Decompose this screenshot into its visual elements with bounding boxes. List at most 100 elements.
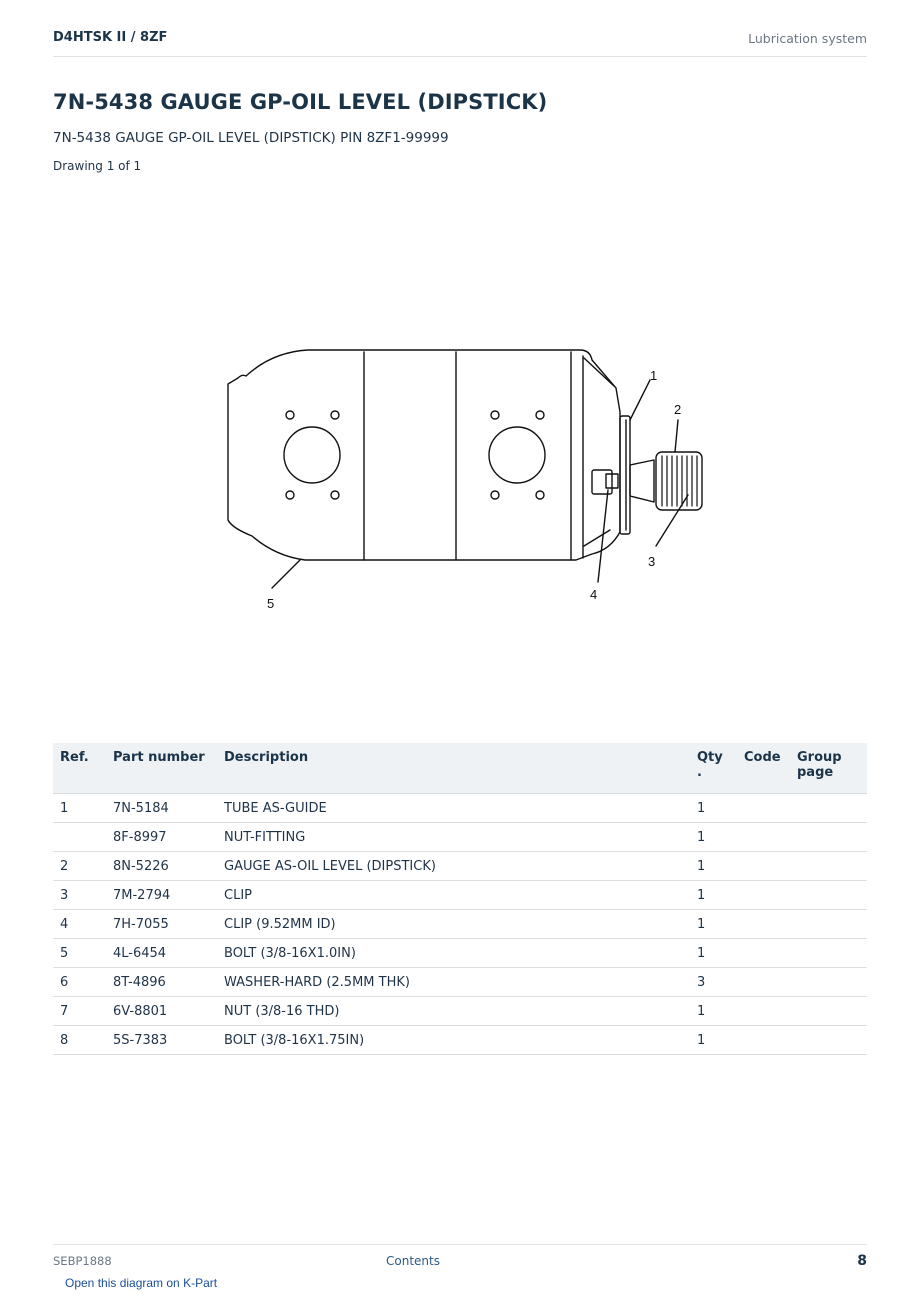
left-bolt-hole <box>330 410 340 420</box>
cell-qty: 1 <box>690 793 737 823</box>
cell-part-number: 4L-6454 <box>106 938 217 968</box>
fitting-nut <box>605 473 619 489</box>
parts-table: Ref. Part number Description Qty. Code G… <box>53 743 867 1055</box>
right-port-circle <box>488 426 546 484</box>
cell-part-number: 8N-5226 <box>106 851 217 881</box>
page-title: 7N-5438 GAUGE GP-OIL LEVEL (DIPSTICK) <box>53 90 548 114</box>
cell-group-page <box>790 938 867 968</box>
callout-1: 1 <box>650 368 657 383</box>
cell-description: BOLT (3/8-16X1.75IN) <box>217 1025 690 1055</box>
model-label: D4HTSK II / 8ZF <box>53 30 168 45</box>
contents-link[interactable]: Contents <box>386 1254 440 1268</box>
cell-group-page <box>790 851 867 881</box>
table-row: 7 6V-8801 NUT (3/8-16 THD) 1 <box>53 996 867 1026</box>
cell-code <box>737 938 790 968</box>
cell-code <box>737 996 790 1026</box>
left-bolt-hole <box>285 490 295 500</box>
table-row: 4 7H-7055 CLIP (9.52MM ID) 1 <box>53 909 867 939</box>
right-bolt-hole <box>535 410 545 420</box>
callout-2: 2 <box>674 402 681 417</box>
header-ref: Ref. <box>53 743 106 794</box>
cell-ref: 5 <box>53 938 106 968</box>
cell-ref: 3 <box>53 880 106 910</box>
pump-body-outline <box>227 349 621 561</box>
cell-code <box>737 851 790 881</box>
leader-line-5 <box>271 559 301 589</box>
cell-description: BOLT (3/8-16X1.0IN) <box>217 938 690 968</box>
leader-line-2 <box>674 419 679 453</box>
left-bolt-hole <box>330 490 340 500</box>
leader-line-3 <box>655 494 689 547</box>
section-label: Lubrication system <box>748 31 867 46</box>
cell-qty: 1 <box>690 909 737 939</box>
cell-part-number: 7H-7055 <box>106 909 217 939</box>
page-subtitle: 7N-5438 GAUGE GP-OIL LEVEL (DIPSTICK) PI… <box>53 130 449 146</box>
end-chamfer <box>583 357 615 547</box>
dipstick-handle <box>655 451 703 511</box>
page-header: D4HTSK II / 8ZF Lubrication system <box>53 28 867 57</box>
open-kpart-link[interactable]: Open this diagram on K-Part <box>65 1276 218 1290</box>
cell-part-number: 8F-8997 <box>106 822 217 852</box>
cell-description: GAUGE AS-OIL LEVEL (DIPSTICK) <box>217 851 690 881</box>
cell-group-page <box>790 909 867 939</box>
cell-description: WASHER-HARD (2.5MM THK) <box>217 967 690 997</box>
cell-ref: 4 <box>53 909 106 939</box>
cell-code <box>737 793 790 823</box>
table-row: 3 7M-2794 CLIP 1 <box>53 880 867 910</box>
drawing-count: Drawing 1 of 1 <box>53 159 142 173</box>
cell-code <box>737 880 790 910</box>
table-row: 8F-8997 NUT-FITTING 1 <box>53 822 867 852</box>
cell-part-number: 5S-7383 <box>106 1025 217 1055</box>
parts-diagram: 1 2 3 4 5 <box>227 349 703 611</box>
table-row: 8 5S-7383 BOLT (3/8-16X1.75IN) 1 <box>53 1025 867 1055</box>
cell-group-page <box>790 1025 867 1055</box>
cell-qty: 3 <box>690 967 737 997</box>
cell-group-page <box>790 967 867 997</box>
cell-part-number: 7N-5184 <box>106 793 217 823</box>
right-bolt-hole <box>490 490 500 500</box>
cell-ref <box>53 822 106 852</box>
cell-qty: 1 <box>690 996 737 1026</box>
cell-qty: 1 <box>690 880 737 910</box>
cell-group-page <box>790 996 867 1026</box>
leader-line-4 <box>597 489 609 583</box>
table-row: 6 8T-4896 WASHER-HARD (2.5MM THK) 3 <box>53 967 867 997</box>
cell-description: NUT (3/8-16 THD) <box>217 996 690 1026</box>
cell-part-number: 8T-4896 <box>106 967 217 997</box>
right-bolt-hole <box>490 410 500 420</box>
cell-group-page <box>790 822 867 852</box>
cell-qty: 1 <box>690 822 737 852</box>
cell-qty: 1 <box>690 851 737 881</box>
fitting-clip <box>591 469 613 495</box>
cell-ref: 1 <box>53 793 106 823</box>
header-qty: Qty. <box>690 743 737 794</box>
leader-line-1 <box>629 379 651 421</box>
cell-group-page <box>790 880 867 910</box>
table-row: 5 4L-6454 BOLT (3/8-16X1.0IN) 1 <box>53 938 867 968</box>
cell-qty: 1 <box>690 938 737 968</box>
header-description: Description <box>217 743 690 794</box>
cell-part-number: 7M-2794 <box>106 880 217 910</box>
callout-3: 3 <box>648 554 655 569</box>
handle-knurling <box>661 455 698 507</box>
cell-ref: 7 <box>53 996 106 1026</box>
guide-tube-flange <box>619 415 631 535</box>
cell-code <box>737 967 790 997</box>
cell-group-page <box>790 793 867 823</box>
cell-description: TUBE AS-GUIDE <box>217 793 690 823</box>
cell-code <box>737 822 790 852</box>
cell-description: NUT-FITTING <box>217 822 690 852</box>
dipstick-neck <box>629 459 655 503</box>
cell-description: CLIP <box>217 880 690 910</box>
cell-part-number: 6V-8801 <box>106 996 217 1026</box>
cell-ref: 8 <box>53 1025 106 1055</box>
cell-code <box>737 909 790 939</box>
callout-5: 5 <box>267 596 274 611</box>
cell-code <box>737 1025 790 1055</box>
cell-ref: 2 <box>53 851 106 881</box>
left-port-circle <box>283 426 341 484</box>
right-bolt-hole <box>535 490 545 500</box>
table-header-row: Ref. Part number Description Qty. Code G… <box>53 743 867 794</box>
table-row: 1 7N-5184 TUBE AS-GUIDE 1 <box>53 793 867 823</box>
